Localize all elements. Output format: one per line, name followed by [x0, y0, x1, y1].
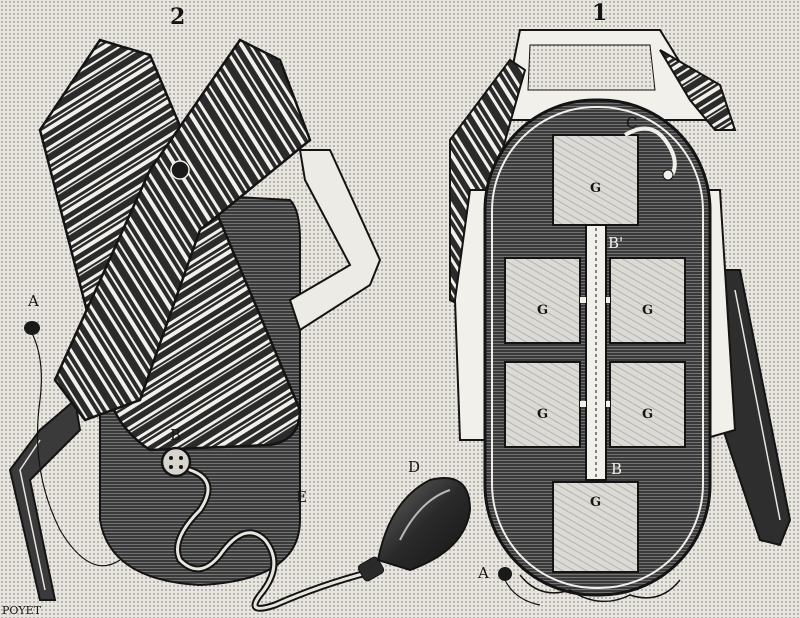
heat-cell-1: [552, 134, 639, 226]
vest-right-lapel: [53, 38, 312, 422]
label-B-prime-fig1: B': [608, 234, 623, 252]
valve-button: [160, 446, 192, 478]
electric-cord: [31, 332, 121, 567]
coil: [623, 126, 677, 176]
label-A-fig1: A: [477, 564, 489, 582]
cell-label-6: G: [590, 495, 601, 510]
fig2-part-labels: A B D E: [27, 292, 420, 506]
inflation-bulb: [357, 477, 472, 582]
figure-1-vest-interior: [449, 29, 792, 606]
cell-labels: G G G G G G: [537, 181, 653, 510]
heat-cell-4: [504, 361, 581, 448]
cell-label-2: G: [537, 303, 548, 318]
heat-cell-3: [609, 257, 686, 344]
label-B-fig1: B: [611, 460, 622, 478]
cell-label-1: G: [590, 181, 601, 196]
fig1-part-labels: A B B' C: [477, 114, 637, 582]
heat-cell-5: [609, 361, 686, 448]
cell-label-5: G: [642, 407, 653, 422]
vest-right-lapel-inner: [659, 49, 737, 131]
label-D-fig2: D: [408, 458, 420, 476]
label-A-fig2: A: [27, 292, 39, 310]
figure-numbers: 2 1: [170, 0, 607, 30]
vest-right-strap: [288, 149, 382, 332]
figure-2-flannel-vest: [8, 38, 472, 612]
cord-plug-right: [498, 567, 512, 581]
cord-plug: [24, 321, 40, 335]
central-conduit: [585, 224, 607, 481]
label-E-fig2: E: [296, 488, 307, 506]
figure-number-2: 2: [170, 4, 185, 30]
heat-cell-6: [552, 481, 639, 573]
figure-number-1: 1: [592, 0, 607, 26]
cell-label-4: G: [537, 407, 548, 422]
label-C-fig1: C: [626, 114, 637, 132]
heat-cells: [504, 134, 686, 573]
label-B-fig2: B: [170, 426, 181, 444]
vest-left-strap: [8, 398, 82, 601]
engraver-signature: POYET: [2, 604, 42, 617]
heat-cell-2: [504, 257, 581, 344]
brooch-clasp: [170, 160, 190, 180]
cell-label-3: G: [642, 303, 653, 318]
